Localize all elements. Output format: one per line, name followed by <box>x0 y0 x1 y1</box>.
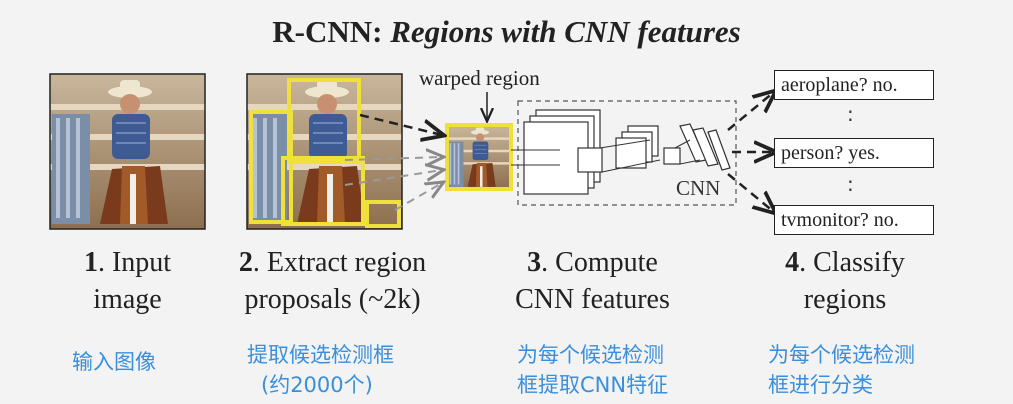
input-image <box>49 73 206 230</box>
step-4-caption-cn: 为每个候选检测 框进行分类 <box>768 343 915 397</box>
proposal-arrow <box>394 183 442 211</box>
proposal-box <box>249 110 293 224</box>
step-2-caption-cn: 提取候选检测框 (约2000个) <box>247 343 394 397</box>
step-3-caption: 3. Compute CNN features <box>515 247 670 315</box>
cnn-layers <box>523 109 731 195</box>
proposal-arrow <box>344 157 442 160</box>
title-italic: Regions with CNN features <box>390 14 741 49</box>
proposal-box <box>281 156 365 226</box>
title-prefix: R-CNN: <box>272 14 391 49</box>
step-3-caption-cn: 为每个候选检测 框提取CNN特征 <box>517 343 669 397</box>
warped-region-label: warped region <box>419 66 540 90</box>
step-2-caption: 2. Extract region proposals (~2k) <box>238 247 427 315</box>
cnn-label: CNN <box>676 176 721 200</box>
class-arrow <box>727 173 774 212</box>
class-ellipsis: : <box>847 172 854 196</box>
cnn-connections <box>511 139 701 173</box>
proposal-box <box>365 200 401 228</box>
proposals-image <box>246 73 403 230</box>
class-box-aeroplane: aeroplane? no. <box>774 70 934 100</box>
class-arrow <box>727 92 774 131</box>
proposal-arrow <box>344 170 442 186</box>
class-ellipsis: : <box>847 102 854 126</box>
step-1-caption: 1. Input image <box>83 247 172 315</box>
diagram-title: R-CNN: Regions with CNN features <box>0 14 1013 50</box>
step-4-caption: 4. Classify regions <box>785 247 905 315</box>
step-1-caption-cn: 输入图像 <box>72 350 156 374</box>
class-box-tvmonitor: tvmonitor? no. <box>774 205 934 235</box>
warped-region-image <box>445 123 513 191</box>
class-box-person: person? yes. <box>774 138 934 168</box>
